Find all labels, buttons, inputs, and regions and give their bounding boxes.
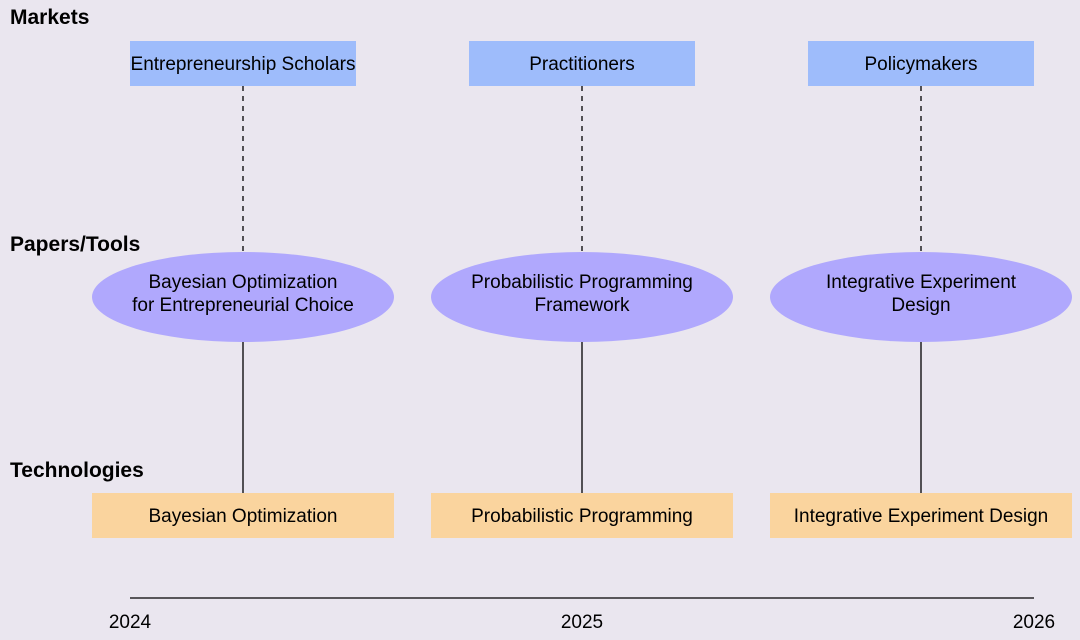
year-label-2024: 2024 [109, 612, 152, 633]
paper-node-label-line-2: Design [891, 295, 950, 316]
technology-node [431, 493, 733, 538]
column-1: Entrepreneurship Scholars Bayesian Optim… [92, 41, 394, 538]
paper-node-label-line-2: Framework [534, 295, 630, 316]
timeline: 2024 2025 2026 [109, 597, 1055, 633]
technology-node-label: Integrative Experiment Design [794, 506, 1049, 527]
market-node-label: Policymakers [865, 54, 978, 75]
market-node-label: Practitioners [529, 54, 635, 75]
market-node [469, 41, 695, 86]
technology-node [92, 493, 394, 538]
paper-node [770, 252, 1072, 342]
paper-node-label-line-2: for Entrepreneurial Choice [132, 295, 354, 316]
market-node-label: Entrepreneurship Scholars [131, 54, 356, 75]
column-2: Practitioners Probabilistic Programming … [431, 41, 733, 538]
layer-label-papers-tools: Papers/Tools [10, 233, 140, 256]
market-node [130, 41, 356, 86]
paper-node-label-line-1: Probabilistic Programming [471, 272, 693, 293]
market-node [808, 41, 1034, 86]
paper-node-label-line-1: Bayesian Optimization [148, 272, 337, 293]
year-label-2025: 2025 [561, 612, 603, 633]
paper-node [431, 252, 733, 342]
column-3: Policymakers Integrative Experiment Desi… [770, 41, 1072, 538]
paper-node [92, 252, 394, 342]
technology-node-label: Probabilistic Programming [471, 506, 693, 527]
technology-node-label: Bayesian Optimization [148, 506, 337, 527]
layer-label-markets: Markets [10, 6, 89, 29]
technology-node [770, 493, 1072, 538]
paper-node-label-line-1: Integrative Experiment [826, 272, 1017, 293]
year-label-2026: 2026 [1013, 612, 1055, 633]
layer-label-technologies: Technologies [10, 459, 144, 482]
